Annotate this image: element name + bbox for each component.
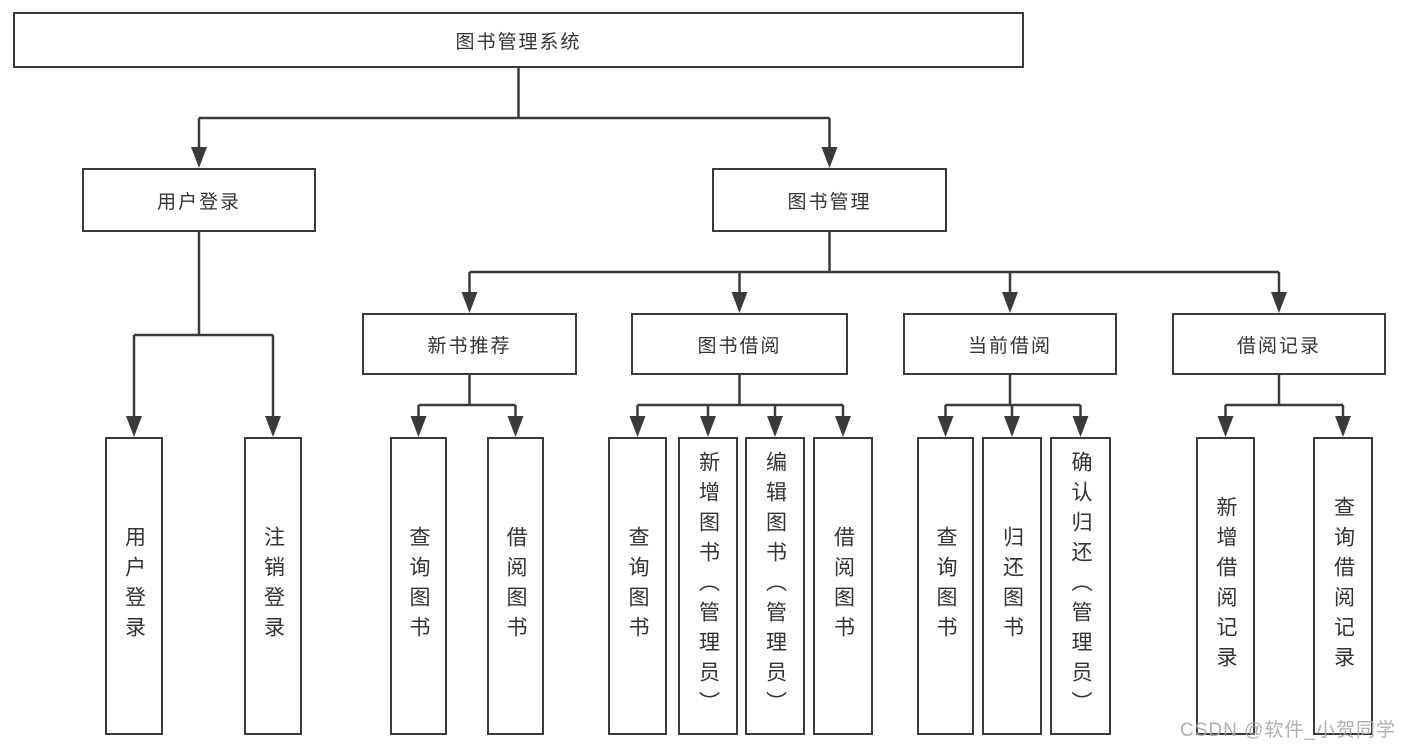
- leaf-add-books-admin: 新增图书（管理员）: [678, 437, 738, 735]
- leaf-return-books: 归还图书: [982, 437, 1042, 735]
- leaf-label: 编辑图书（管理员）: [763, 451, 787, 721]
- arrowhead: [1335, 416, 1351, 437]
- watermark: CSDN @软件_小贺同学: [1180, 720, 1396, 741]
- node-book-borrow: 图书借阅: [631, 313, 848, 375]
- leaf-label: 借阅图书: [504, 526, 527, 646]
- leaf-user-login: 用户登录: [105, 437, 163, 735]
- arrowhead: [1217, 416, 1234, 437]
- node-current-borrow-label: 当前借阅: [967, 335, 1052, 357]
- leaf-add-borrow-record: 新增借阅记录: [1196, 437, 1255, 735]
- leaf-logout: 注销登录: [244, 437, 302, 735]
- node-user-login-label: 用户登录: [156, 191, 241, 213]
- leaf-edit-books-admin: 编辑图书（管理员）: [745, 437, 805, 735]
- leaf-query-books-2: 查询图书: [608, 437, 667, 735]
- node-borrow-record: 借阅记录: [1172, 313, 1386, 375]
- leaf-label: 新增借阅记录: [1214, 496, 1237, 676]
- arrowhead: [461, 292, 478, 313]
- arrowhead: [821, 147, 838, 168]
- node-user-login: 用户登录: [82, 168, 316, 232]
- node-current-borrow: 当前借阅: [903, 313, 1117, 375]
- arrowhead: [1072, 416, 1089, 437]
- node-borrow-record-label: 借阅记录: [1236, 335, 1321, 357]
- leaf-query-books-1: 查询图书: [390, 437, 447, 735]
- leaf-label: 注销登录: [261, 526, 285, 646]
- node-book-mgmt-label: 图书管理: [787, 191, 872, 213]
- node-book-borrow-label: 图书借阅: [697, 335, 782, 357]
- leaf-label: 新增图书（管理员）: [696, 451, 720, 721]
- node-new-book: 新书推荐: [362, 313, 577, 375]
- arrowhead: [265, 416, 281, 437]
- arrowhead: [410, 416, 427, 437]
- leaf-query-borrow-record: 查询借阅记录: [1313, 437, 1373, 735]
- leaf-borrow-books-1: 借阅图书: [487, 437, 544, 735]
- arrowhead: [700, 416, 716, 437]
- leaf-label: 查询借阅记录: [1331, 496, 1355, 676]
- arrowhead: [507, 416, 524, 437]
- leaf-label: 确认归还（管理员）: [1069, 451, 1092, 721]
- leaf-confirm-return-admin: 确认归还（管理员）: [1050, 437, 1111, 735]
- arrowhead: [767, 416, 783, 437]
- arrowhead: [731, 292, 748, 313]
- arrowhead: [1271, 292, 1287, 313]
- node-root-label: 图书管理系统: [455, 31, 582, 53]
- arrowhead: [835, 416, 851, 437]
- arrowhead: [1004, 416, 1020, 437]
- arrowhead: [937, 416, 954, 437]
- leaf-label: 查询图书: [934, 526, 957, 646]
- leaf-label: 查询图书: [407, 526, 430, 646]
- node-book-mgmt: 图书管理: [712, 168, 947, 232]
- leaf-label: 用户登录: [122, 526, 146, 646]
- arrowhead: [1002, 292, 1018, 313]
- arrowhead: [191, 147, 207, 168]
- leaf-label: 查询图书: [626, 526, 649, 646]
- arrowhead: [126, 416, 142, 437]
- leaf-label: 归还图书: [1000, 526, 1024, 646]
- arrowhead: [629, 416, 646, 437]
- node-root: 图书管理系统: [13, 12, 1024, 68]
- leaf-borrow-books-2: 借阅图书: [813, 437, 873, 735]
- node-new-book-label: 新书推荐: [427, 335, 512, 357]
- leaf-query-books-3: 查询图书: [917, 437, 974, 735]
- leaf-label: 借阅图书: [831, 526, 855, 646]
